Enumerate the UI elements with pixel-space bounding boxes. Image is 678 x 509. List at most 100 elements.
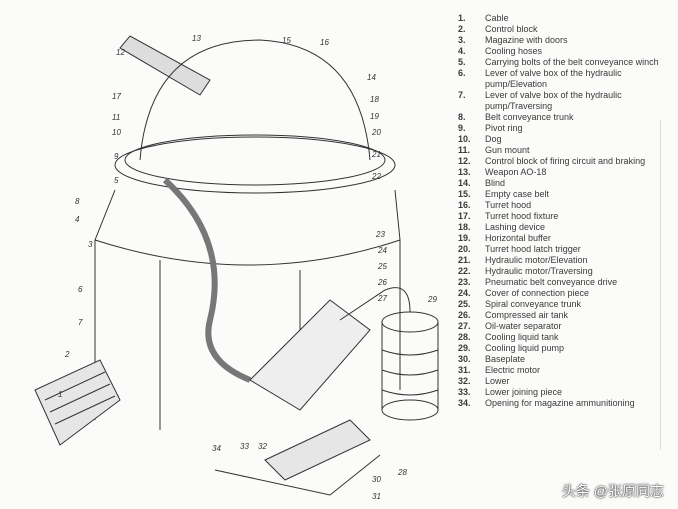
legend-number: 23. xyxy=(458,277,471,287)
legend-text: Horizontal buffer xyxy=(485,233,551,243)
legend-number: 28. xyxy=(458,332,471,342)
legend-item: 14.Blind xyxy=(458,178,673,189)
callout-31: 31 xyxy=(372,492,381,501)
callout-34: 34 xyxy=(212,444,221,453)
legend-number: 8. xyxy=(458,112,466,122)
legend-text: Lower xyxy=(485,376,510,386)
callout-8: 8 xyxy=(75,197,80,206)
legend-text: Gun mount xyxy=(485,145,530,155)
legend-text: Cooling hoses xyxy=(485,46,543,56)
legend-item: 9. Pivot ring xyxy=(458,123,673,134)
legend-item: 7. Lever of valve box of the hydraulic pu… xyxy=(458,90,673,112)
legend-text: Lever of valve box of the hydraulic pump… xyxy=(485,90,622,111)
callout-23: 23 xyxy=(376,230,385,239)
callout-30: 30 xyxy=(372,475,381,484)
legend-item: 17. Turret hood fixture xyxy=(458,211,673,222)
legend-text: Hydraulic motor/Elevation xyxy=(485,255,588,265)
legend-text: Electric motor xyxy=(485,365,541,375)
legend-item: 6.Lever of valve box of the hydraulic pu… xyxy=(458,68,673,90)
legend-item: 15.Empty case belt xyxy=(458,189,673,200)
callout-21: 21 xyxy=(372,150,381,159)
callout-12: 12 xyxy=(116,48,125,57)
legend-number: 16. xyxy=(458,200,471,210)
legend-item: 34.Opening for magazine ammunitioning xyxy=(458,398,673,409)
legend-number: 19. xyxy=(458,233,471,243)
legend-text: Belt conveyance trunk xyxy=(485,112,574,122)
legend-item: 24.Cover of connection piece xyxy=(458,288,673,299)
legend-text: Weapon AO-18 xyxy=(485,167,547,177)
legend-item: 10.Dog xyxy=(458,134,673,145)
callout-1: 1 xyxy=(58,390,63,399)
legend-item: 32. Lower xyxy=(458,376,673,387)
legend-item: 26. Compressed air tank xyxy=(458,310,673,321)
legend-text: Pivot ring xyxy=(485,123,523,133)
electric-motor xyxy=(214,419,381,496)
legend-item: 21.Hydraulic motor/Elevation xyxy=(458,255,673,266)
callout-5: 5 xyxy=(114,176,119,185)
divider xyxy=(660,120,661,450)
legend-item: 31. Electric motor xyxy=(458,365,673,376)
legend-number: 24. xyxy=(458,288,471,298)
legend-text: Compressed air tank xyxy=(485,310,569,320)
legend-text: Spiral conveyance trunk xyxy=(485,299,582,309)
callout-29: 29 xyxy=(428,295,437,304)
callout-13: 13 xyxy=(192,34,201,43)
legend-text: Blind xyxy=(485,178,506,188)
legend-number: 7. xyxy=(458,90,466,100)
legend-number: 20. xyxy=(458,244,471,254)
callout-15: 15 xyxy=(282,36,291,45)
legend-text: Magazine with doors xyxy=(485,35,568,45)
legend-number: 33. xyxy=(458,387,471,397)
legend-item: 11.Gun mount xyxy=(458,145,673,156)
legend-number: 17. xyxy=(458,211,471,221)
callout-6: 6 xyxy=(78,285,83,294)
legend-item: 29.Cooling liquid pump xyxy=(458,343,673,354)
callout-4: 4 xyxy=(75,215,80,224)
legend-number: 18. xyxy=(458,222,471,232)
legend-item: 16.Turret hood xyxy=(458,200,673,211)
coolant-tank xyxy=(339,287,439,421)
callout-3: 3 xyxy=(88,240,93,249)
callout-18: 18 xyxy=(370,95,379,104)
legend-number: 26. xyxy=(458,310,471,320)
callout-20: 20 xyxy=(372,128,381,137)
legend-item: 12.Control block of firing circuit and b… xyxy=(458,156,673,167)
legend-number: 4. xyxy=(458,46,466,56)
legend-text: Dog xyxy=(485,134,502,144)
legend-item: 5.Carrying bolts of the belt conveyance … xyxy=(458,57,673,68)
legend-number: 9. xyxy=(458,123,466,133)
legend-number: 31. xyxy=(458,365,471,375)
callout-32: 32 xyxy=(258,442,267,451)
callout-28: 28 xyxy=(398,468,407,477)
legend-text: Baseplate xyxy=(485,354,526,364)
legend-text: Control block xyxy=(485,24,538,34)
callout-33: 33 xyxy=(240,442,249,451)
legend-item: 8. Belt conveyance trunk xyxy=(458,112,673,123)
legend-number: 25. xyxy=(458,299,471,309)
legend-text: Pneumatic belt conveyance drive xyxy=(485,277,618,287)
legend-number: 1. xyxy=(458,13,466,23)
legend-number: 12. xyxy=(458,156,471,166)
legend-text: Cooling liquid pump xyxy=(485,343,565,353)
legend-item: 28. Cooling liquid tank xyxy=(458,332,673,343)
callout-11: 11 xyxy=(112,113,121,122)
watermark: 头条 @张原同志 xyxy=(561,483,664,499)
legend-item: 1.Cable xyxy=(458,13,673,24)
gun-barrel xyxy=(119,35,211,96)
callout-26: 26 xyxy=(378,278,387,287)
legend-item: 27.Oil-water separator xyxy=(458,321,673,332)
callout-16: 16 xyxy=(320,38,329,47)
legend-number: 32. xyxy=(458,376,471,386)
legend-text: Lower joining piece xyxy=(485,387,563,397)
callout-17: 17 xyxy=(112,92,121,101)
legend-item: 33. Lower joining piece xyxy=(458,387,673,398)
legend-text: Oil-water separator xyxy=(485,321,562,331)
legend-number: 6. xyxy=(458,68,466,78)
legend-text: Empty case belt xyxy=(485,189,550,199)
legend-text: Turret hood fixture xyxy=(485,211,559,221)
callout-10: 10 xyxy=(112,128,121,137)
legend-item: 4. Cooling hoses xyxy=(458,46,673,57)
legend-item: 25. Spiral conveyance trunk xyxy=(458,299,673,310)
legend-text: Cooling liquid tank xyxy=(485,332,559,342)
